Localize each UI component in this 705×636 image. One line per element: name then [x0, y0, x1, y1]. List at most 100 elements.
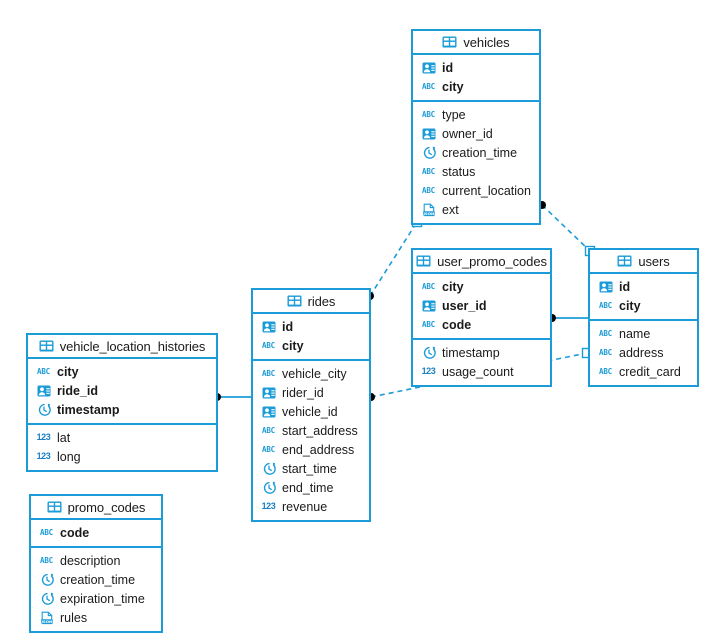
field-row[interactable]: ABC address [590, 343, 697, 362]
id-card-icon [421, 60, 436, 75]
entity-header-rides[interactable]: rides [253, 290, 369, 314]
abc-icon: ABC [40, 555, 53, 565]
id-card-icon [421, 298, 436, 313]
abc-icon: ABC [262, 444, 275, 454]
relationship-vehicle-location-histories-to-rides[interactable] [213, 393, 251, 401]
id-card-icon [36, 383, 51, 398]
field-name: type [442, 107, 466, 122]
field-row[interactable]: ABC end_address [253, 440, 369, 459]
clock-icon [261, 461, 276, 476]
entity-header-vehicles[interactable]: vehicles [413, 31, 539, 55]
field-row[interactable]: timestamp [413, 343, 550, 362]
field-name: revenue [282, 499, 328, 514]
abc-icon: ABC [599, 328, 612, 338]
field-name: name [619, 326, 651, 341]
field-row[interactable]: JSON ext [413, 200, 539, 219]
field-row[interactable]: ABC name [590, 324, 697, 343]
entity-header-users[interactable]: users [590, 250, 697, 274]
field-row[interactable]: ride_id [28, 381, 216, 400]
entity-header-vehicle_location_histories[interactable]: vehicle_location_histories [28, 335, 216, 359]
field-name: user_id [442, 298, 487, 313]
field-row[interactable]: ABC vehicle_city [253, 364, 369, 383]
json-icon: JSON [39, 610, 54, 625]
relationship-user-promo-codes-to-users[interactable] [548, 314, 588, 322]
field-name: long [57, 449, 81, 464]
field-row[interactable]: user_id [413, 296, 550, 315]
field-row[interactable]: expiration_time [31, 589, 161, 608]
field-row[interactable]: end_time [253, 478, 369, 497]
entity-header-user_promo_codes[interactable]: user_promo_codes [413, 250, 550, 274]
field-name: city [282, 338, 304, 353]
field-name: start_time [282, 461, 337, 476]
field-name: vehicle_city [282, 366, 347, 381]
svg-text:JSON: JSON [40, 618, 52, 623]
field-row[interactable]: vehicle_id [253, 402, 369, 421]
field-name: owner_id [442, 126, 493, 141]
id-card-icon [421, 126, 436, 141]
field-row[interactable]: rider_id [253, 383, 369, 402]
abc-icon: ABC [262, 368, 275, 378]
entity-header-promo_codes[interactable]: promo_codes [31, 496, 161, 520]
field-name: address [619, 345, 664, 360]
field-row[interactable]: 123 revenue [253, 497, 369, 516]
field-row[interactable]: owner_id [413, 124, 539, 143]
json-icon: JSON [421, 202, 436, 217]
clock-icon [39, 591, 54, 606]
table-icon [416, 255, 431, 267]
field-row[interactable]: creation_time [31, 570, 161, 589]
field-row[interactable]: id [253, 317, 369, 336]
entity-title: vehicle_location_histories [59, 338, 206, 354]
field-name: end_address [282, 442, 355, 457]
field-row[interactable]: id [413, 58, 539, 77]
abc-icon: ABC [599, 347, 612, 357]
field-name: status [442, 164, 476, 179]
field-name: id [442, 60, 454, 75]
table-icon [617, 255, 632, 267]
field-row[interactable]: timestamp [28, 400, 216, 419]
clock-icon [39, 572, 54, 587]
123-icon: 123 [261, 501, 276, 511]
field-name: usage_count [442, 364, 514, 379]
abc-icon: ABC [599, 300, 612, 310]
field-name: city [442, 79, 464, 94]
field-name: lat [57, 430, 71, 445]
clock-icon [261, 480, 276, 495]
field-name: start_address [282, 423, 358, 438]
field-name: ext [442, 202, 459, 217]
field-row[interactable]: id [590, 277, 697, 296]
field-name: expiration_time [60, 591, 145, 606]
field-row[interactable]: creation_time [413, 143, 539, 162]
field-row[interactable]: start_time [253, 459, 369, 478]
relationship-line [369, 221, 418, 297]
